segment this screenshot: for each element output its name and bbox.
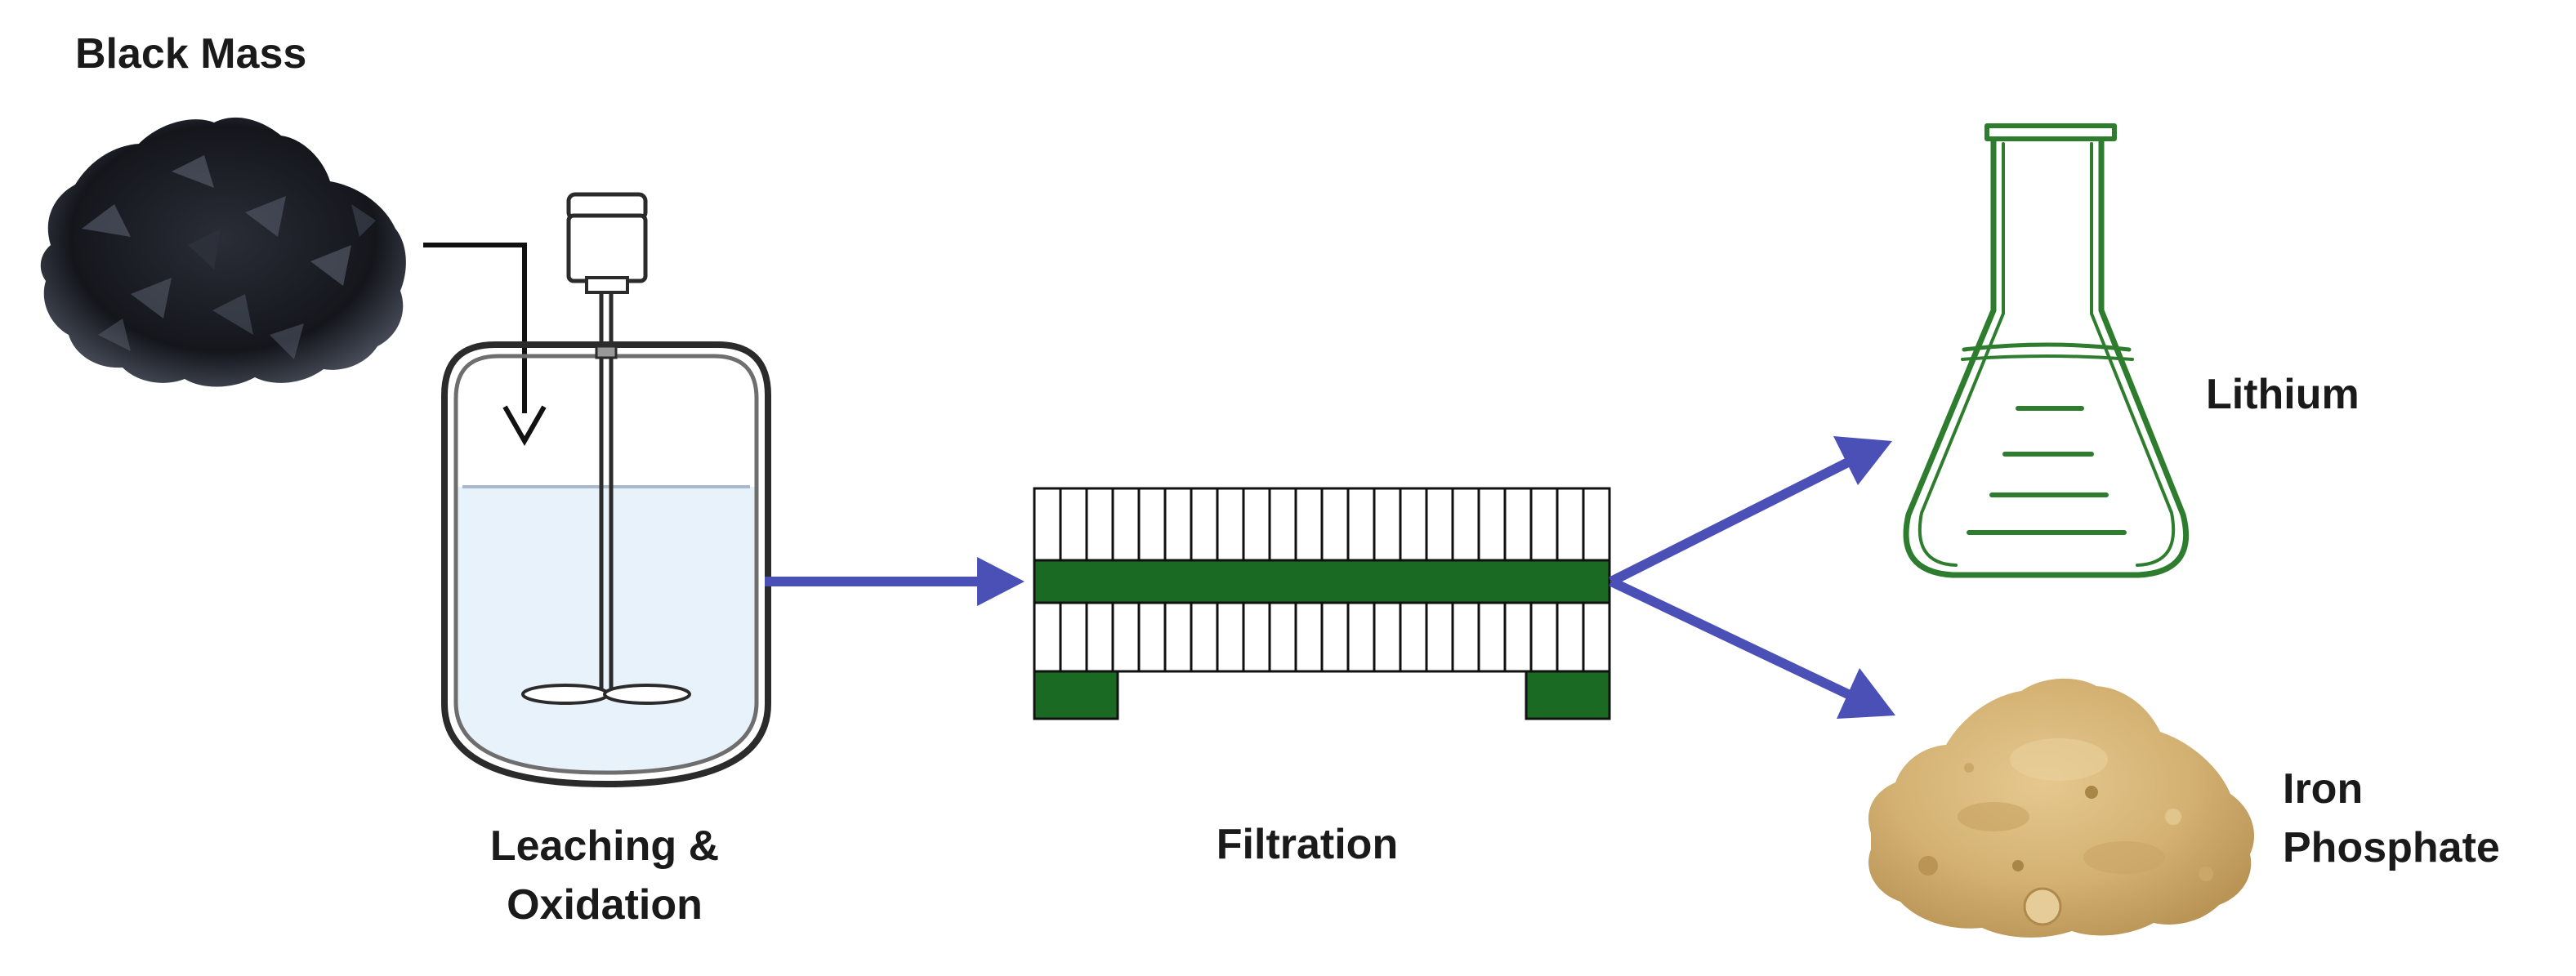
filter-foot-right xyxy=(1525,670,1611,720)
filter-plate xyxy=(1425,601,1454,673)
agitator-motor-icon xyxy=(566,192,648,294)
filter-plate xyxy=(1163,601,1193,673)
erlenmeyer-flask-icon xyxy=(1903,123,2189,578)
label-leaching-oxidation: Leaching & Oxidation xyxy=(408,817,801,934)
filter-plate xyxy=(1320,487,1350,562)
filter-plate xyxy=(1163,487,1193,562)
filter-plate xyxy=(1268,601,1297,673)
label-lithium: Lithium xyxy=(2206,371,2359,418)
filter-plate xyxy=(1216,487,1245,562)
filter-foot-left xyxy=(1033,670,1119,720)
filter-plate xyxy=(1242,487,1271,562)
filter-plate xyxy=(1137,601,1167,673)
filter-plate xyxy=(1503,487,1533,562)
filter-plate xyxy=(1111,487,1141,562)
label-black-mass: Black Mass xyxy=(75,30,307,78)
filter-plate xyxy=(1529,487,1559,562)
filter-plate xyxy=(1556,601,1585,673)
filter-plate xyxy=(1582,487,1611,562)
filter-plate xyxy=(1190,601,1219,673)
filter-plate xyxy=(1294,601,1324,673)
filter-plate xyxy=(1425,487,1454,562)
filter-plate xyxy=(1399,487,1428,562)
label-leaching-line1: Leaching & xyxy=(489,822,720,870)
filter-bottom-cells xyxy=(1033,601,1611,673)
filter-plate xyxy=(1111,601,1141,673)
label-leaching-line2: Oxidation xyxy=(507,881,703,929)
filter-plate xyxy=(1033,487,1062,562)
filter-plate xyxy=(1477,601,1507,673)
filter-plate xyxy=(1346,487,1376,562)
filter-plate xyxy=(1242,601,1271,673)
filter-plate xyxy=(1477,487,1507,562)
filter-top-cells xyxy=(1033,487,1611,562)
flow-arrow-to-filtration xyxy=(765,557,1025,606)
filter-plate xyxy=(1268,487,1297,562)
label-iron-phosphate: Iron Phosphate xyxy=(2283,760,2500,877)
filter-plate xyxy=(1294,487,1324,562)
filter-plate xyxy=(1503,601,1533,673)
filter-plate xyxy=(1137,487,1167,562)
filter-plate xyxy=(1373,487,1402,562)
filter-plate xyxy=(1033,601,1062,673)
filter-plate xyxy=(1556,487,1585,562)
filter-plate xyxy=(1399,601,1428,673)
filter-press-icon xyxy=(1033,487,1611,720)
iron-phosphate-powder-icon xyxy=(1868,678,2255,938)
flow-arrow-to-iron-phosphate xyxy=(1609,577,1895,719)
filter-plate xyxy=(1085,487,1114,562)
filter-plate xyxy=(1373,601,1402,673)
filter-plate xyxy=(1216,601,1245,673)
filter-plate xyxy=(1059,601,1088,673)
filter-plate xyxy=(1582,601,1611,673)
filter-cloth xyxy=(1033,559,1611,604)
filter-plate xyxy=(1346,601,1376,673)
filter-plate xyxy=(1059,487,1088,562)
filter-plate xyxy=(1085,601,1114,673)
filter-plate xyxy=(1451,487,1480,562)
label-iron-line1: Iron xyxy=(2283,765,2364,813)
label-filtration: Filtration xyxy=(1216,821,1399,868)
filter-plate xyxy=(1320,601,1350,673)
label-iron-line2: Phosphate xyxy=(2283,824,2500,871)
flow-arrow-to-lithium xyxy=(1609,436,1892,586)
filter-plate xyxy=(1451,601,1480,673)
reactor-vessel-icon xyxy=(441,294,771,788)
filter-plate xyxy=(1190,487,1219,562)
filter-plate xyxy=(1529,601,1559,673)
black-mass-powder-icon xyxy=(40,117,406,387)
